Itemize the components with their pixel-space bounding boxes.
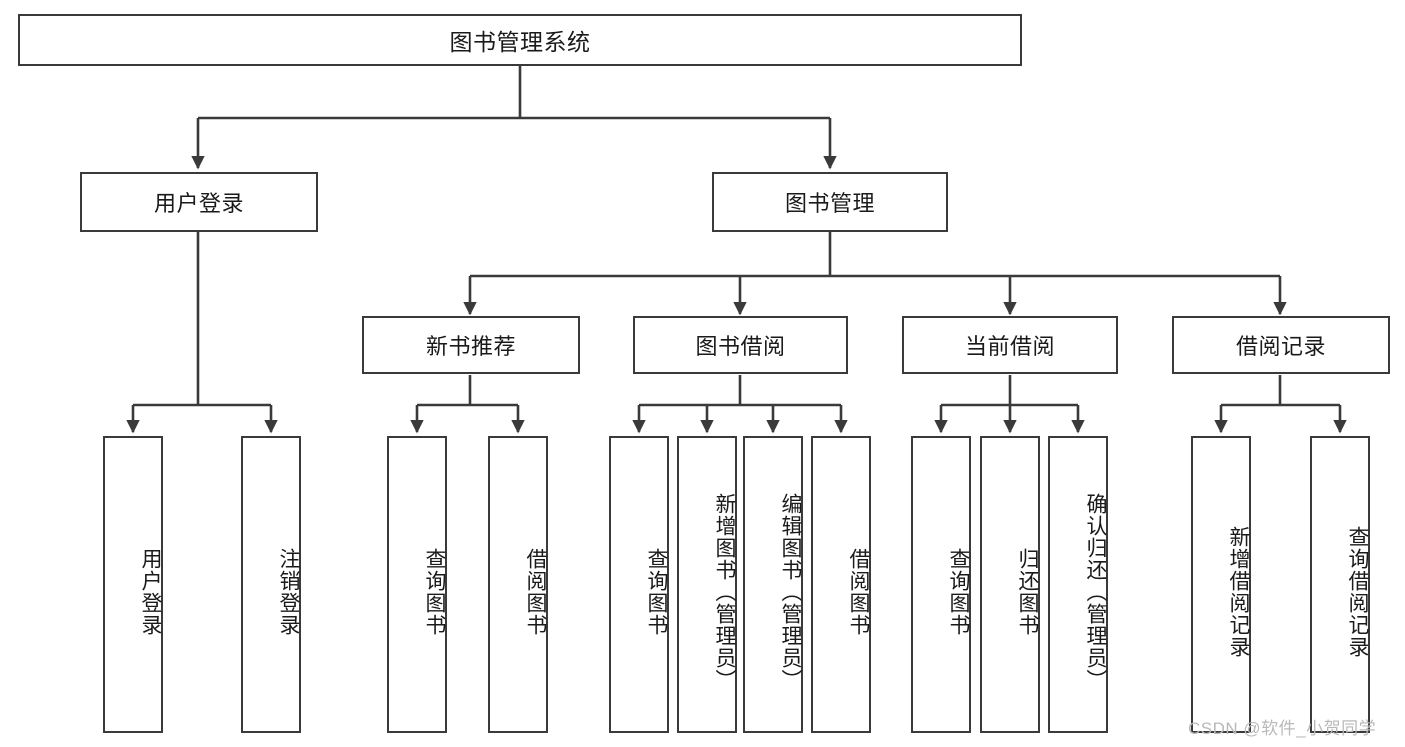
leaf-book-borrow-query-book[interactable]: 查询图书: [609, 436, 669, 733]
node-label: 用户登录: [153, 191, 244, 216]
leaf-current-borrow-query-book[interactable]: 查询图书: [911, 436, 971, 733]
node-label: 查询图书: [645, 547, 668, 636]
leaf-new-book-query-book[interactable]: 查询图书: [387, 436, 447, 733]
leaf-current-borrow-return-book[interactable]: 归还图书: [980, 436, 1040, 733]
leaf-borrow-record-add-record[interactable]: 新增借阅记录: [1191, 436, 1251, 733]
node-label: 查询图书: [947, 547, 970, 636]
node-borrow-record[interactable]: 借阅记录: [1172, 316, 1390, 374]
node-label: 用户登录: [139, 547, 162, 636]
leaf-user-login-logout[interactable]: 注销登录: [241, 436, 301, 733]
node-label: 新增图书（管理员）: [713, 492, 736, 691]
node-user-login[interactable]: 用户登录: [80, 172, 318, 232]
node-label: 图书管理: [784, 191, 875, 216]
node-label: 确认归还（管理员）: [1084, 492, 1107, 691]
node-label: 新书推荐: [425, 334, 516, 359]
node-label: 查询借阅记录: [1346, 525, 1369, 658]
leaf-new-book-borrow-book[interactable]: 借阅图书: [488, 436, 548, 733]
leaf-borrow-record-query-record[interactable]: 查询借阅记录: [1310, 436, 1370, 733]
leaf-book-borrow-borrow-book[interactable]: 借阅图书: [811, 436, 871, 733]
node-label: 注销登录: [277, 547, 300, 636]
node-label: 借阅记录: [1235, 334, 1326, 359]
leaf-user-login-login[interactable]: 用户登录: [103, 436, 163, 733]
watermark-text: CSDN @软件_小贺同学: [1188, 719, 1377, 738]
node-label: 图书借阅: [695, 334, 786, 359]
node-current-borrow[interactable]: 当前借阅: [902, 316, 1118, 374]
node-label: 编辑图书（管理员）: [779, 492, 802, 691]
leaf-book-borrow-add-book-admin[interactable]: 新增图书（管理员）: [677, 436, 737, 733]
node-root-book-management-system[interactable]: 图书管理系统: [18, 14, 1022, 66]
node-label: 图书管理系统: [449, 29, 591, 55]
node-book-management[interactable]: 图书管理: [712, 172, 948, 232]
leaf-current-borrow-confirm-return-admin[interactable]: 确认归还（管理员）: [1048, 436, 1108, 733]
node-label: 查询图书: [423, 547, 446, 636]
node-book-borrow[interactable]: 图书借阅: [633, 316, 848, 374]
node-label: 借阅图书: [524, 547, 547, 636]
leaf-book-borrow-edit-book-admin[interactable]: 编辑图书（管理员）: [743, 436, 803, 733]
node-label: 当前借阅: [964, 334, 1055, 359]
node-label: 借阅图书: [847, 547, 870, 636]
node-label: 新增借阅记录: [1227, 525, 1250, 658]
node-label: 归还图书: [1016, 547, 1039, 636]
node-new-book-recommend[interactable]: 新书推荐: [362, 316, 580, 374]
